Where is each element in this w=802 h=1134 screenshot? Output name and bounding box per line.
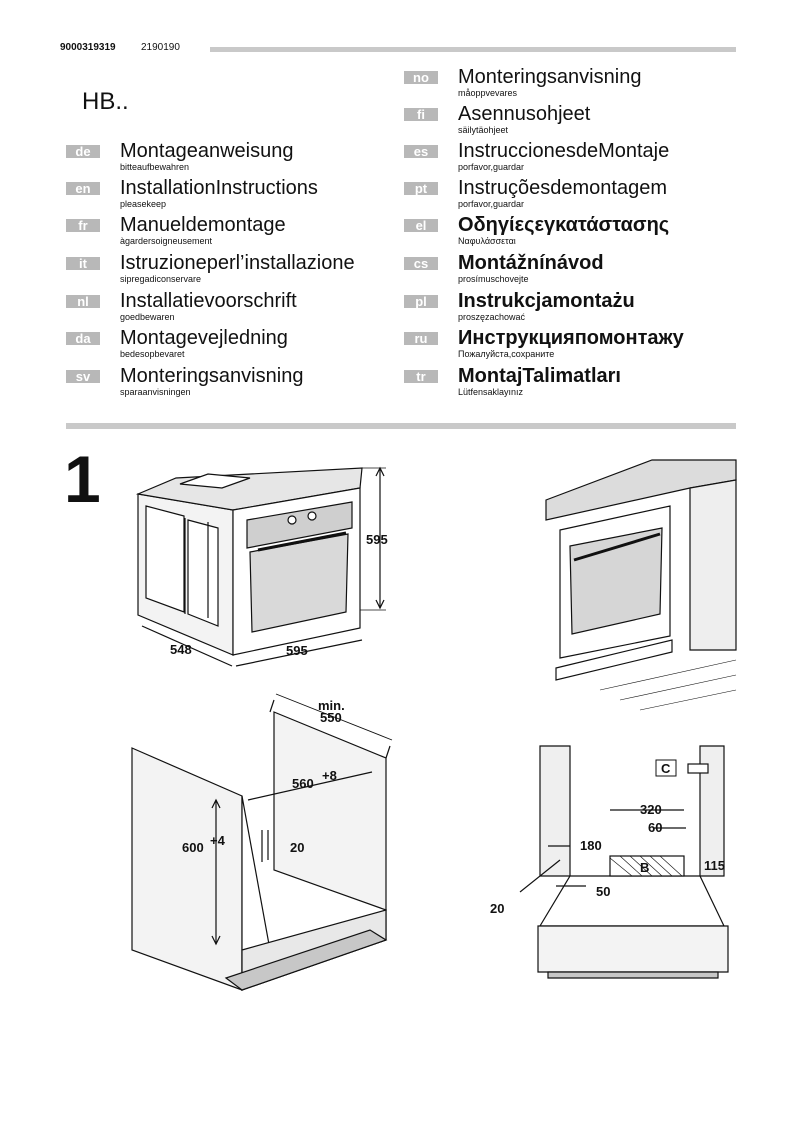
lang-subtitle: pleasekeep bbox=[120, 199, 167, 209]
lang-subtitle: bedesopbevaret bbox=[120, 349, 185, 359]
dim-50: 50 bbox=[596, 884, 610, 899]
dim-oven-width: 595 bbox=[286, 643, 308, 658]
dim-cab-height-tol: +4 bbox=[210, 833, 226, 848]
cabinet-section-drawing bbox=[519, 745, 729, 979]
lang-title: Asennusohjeet bbox=[458, 103, 591, 125]
lang-code: it bbox=[66, 257, 100, 270]
dim-cab-height: 600 bbox=[182, 840, 204, 855]
dim-60: 60 bbox=[648, 820, 662, 835]
lang-subtitle: sparaanvisningen bbox=[120, 387, 191, 397]
lang-code: pt bbox=[404, 182, 438, 195]
lang-subtitle: porfavor,guardar bbox=[458, 199, 525, 209]
lang-subtitle: Ναφυλάσσεται bbox=[458, 236, 516, 246]
lang-title: Manueldemontage bbox=[120, 214, 286, 236]
lang-subtitle: àgardersoigneusement bbox=[120, 236, 213, 246]
figure-number: 1 bbox=[64, 442, 101, 516]
lang-title: Montagevejledning bbox=[120, 327, 288, 349]
lang-subtitle: proszęzachować bbox=[458, 312, 526, 322]
lang-title: Инструкцияпомонтажу bbox=[458, 327, 684, 349]
lang-subtitle: Lütfensaklayınız bbox=[458, 387, 524, 397]
lang-subtitle: bitteaufbewahren bbox=[120, 162, 190, 172]
lang-title: Istruzioneperl’installazione bbox=[120, 252, 355, 274]
top-bar: 9000319319 2190190 bbox=[60, 42, 736, 56]
lang-code: fi bbox=[404, 108, 438, 121]
dim-180: 180 bbox=[580, 838, 602, 853]
lang-code: el bbox=[404, 219, 438, 232]
label-b: B bbox=[640, 860, 649, 875]
section-rule bbox=[66, 423, 736, 429]
lang-title: Monteringsanvisning bbox=[120, 365, 304, 387]
lang-subtitle: sipregadiconservare bbox=[120, 274, 202, 284]
dim-min-label: min. bbox=[318, 698, 345, 713]
lang-code: da bbox=[66, 332, 100, 345]
lang-title: Installatievoorschrift bbox=[120, 290, 297, 312]
dim-cab-gap: 20 bbox=[290, 840, 304, 855]
lang-code: sv bbox=[66, 370, 100, 383]
lang-code: ru bbox=[404, 332, 438, 345]
lang-code: nl bbox=[66, 295, 100, 308]
lang-subtitle: porfavor,guardar bbox=[458, 162, 525, 172]
lang-title: Montážnínávod bbox=[458, 252, 604, 274]
lang-code: de bbox=[66, 145, 100, 158]
dim-20: 20 bbox=[490, 901, 504, 916]
oven-in-cabinet-drawing bbox=[545, 459, 737, 711]
lang-subtitle: prosímuschovejte bbox=[458, 274, 529, 284]
lang-code: fr bbox=[66, 219, 100, 232]
lang-code: pl bbox=[404, 295, 438, 308]
lang-title: Instrukcjamontażu bbox=[458, 290, 635, 312]
oven-isometric-drawing bbox=[135, 466, 386, 667]
lang-subtitle: säilytäohjeet bbox=[458, 125, 509, 135]
lang-subtitle: måoppvevares bbox=[458, 88, 518, 98]
lang-title: MontajTalimatları bbox=[458, 365, 621, 387]
lang-code: no bbox=[404, 71, 438, 84]
header-rule bbox=[210, 47, 736, 52]
dim-320: 320 bbox=[640, 802, 662, 817]
dim-min-depth: 550 bbox=[320, 710, 342, 725]
lang-subtitle: goedbewaren bbox=[120, 312, 175, 322]
lang-title: InstruccionesdeMontaje bbox=[458, 140, 670, 162]
dim-cab-width: 560 bbox=[292, 776, 314, 791]
lang-title: Montageanweisung bbox=[120, 140, 294, 162]
dim-115: 115 bbox=[704, 858, 725, 873]
lang-code: tr bbox=[404, 370, 438, 383]
lang-title: Monteringsanvisning bbox=[458, 66, 642, 88]
dim-cab-width-tol: +8 bbox=[322, 768, 337, 783]
lang-code: en bbox=[66, 182, 100, 195]
doc-code: 2190190 bbox=[141, 42, 180, 53]
lang-code: cs bbox=[404, 257, 438, 270]
model-title: HB.. bbox=[82, 88, 129, 115]
lang-subtitle: Пожалуйста,сохраните bbox=[458, 349, 555, 359]
dim-oven-depth: 548 bbox=[170, 642, 192, 657]
dim-oven-height: 595 bbox=[366, 532, 388, 547]
lang-code: es bbox=[404, 145, 438, 158]
doc-number: 9000319319 bbox=[60, 42, 116, 53]
label-c: C bbox=[661, 761, 671, 776]
cabinet-cutout-drawing bbox=[131, 693, 393, 991]
lang-title: Οδηγίεςεγκατάστασης bbox=[458, 214, 670, 236]
lang-title: InstallationInstructions bbox=[120, 177, 318, 199]
lang-title: Instruçõesdemontagem bbox=[458, 177, 668, 199]
